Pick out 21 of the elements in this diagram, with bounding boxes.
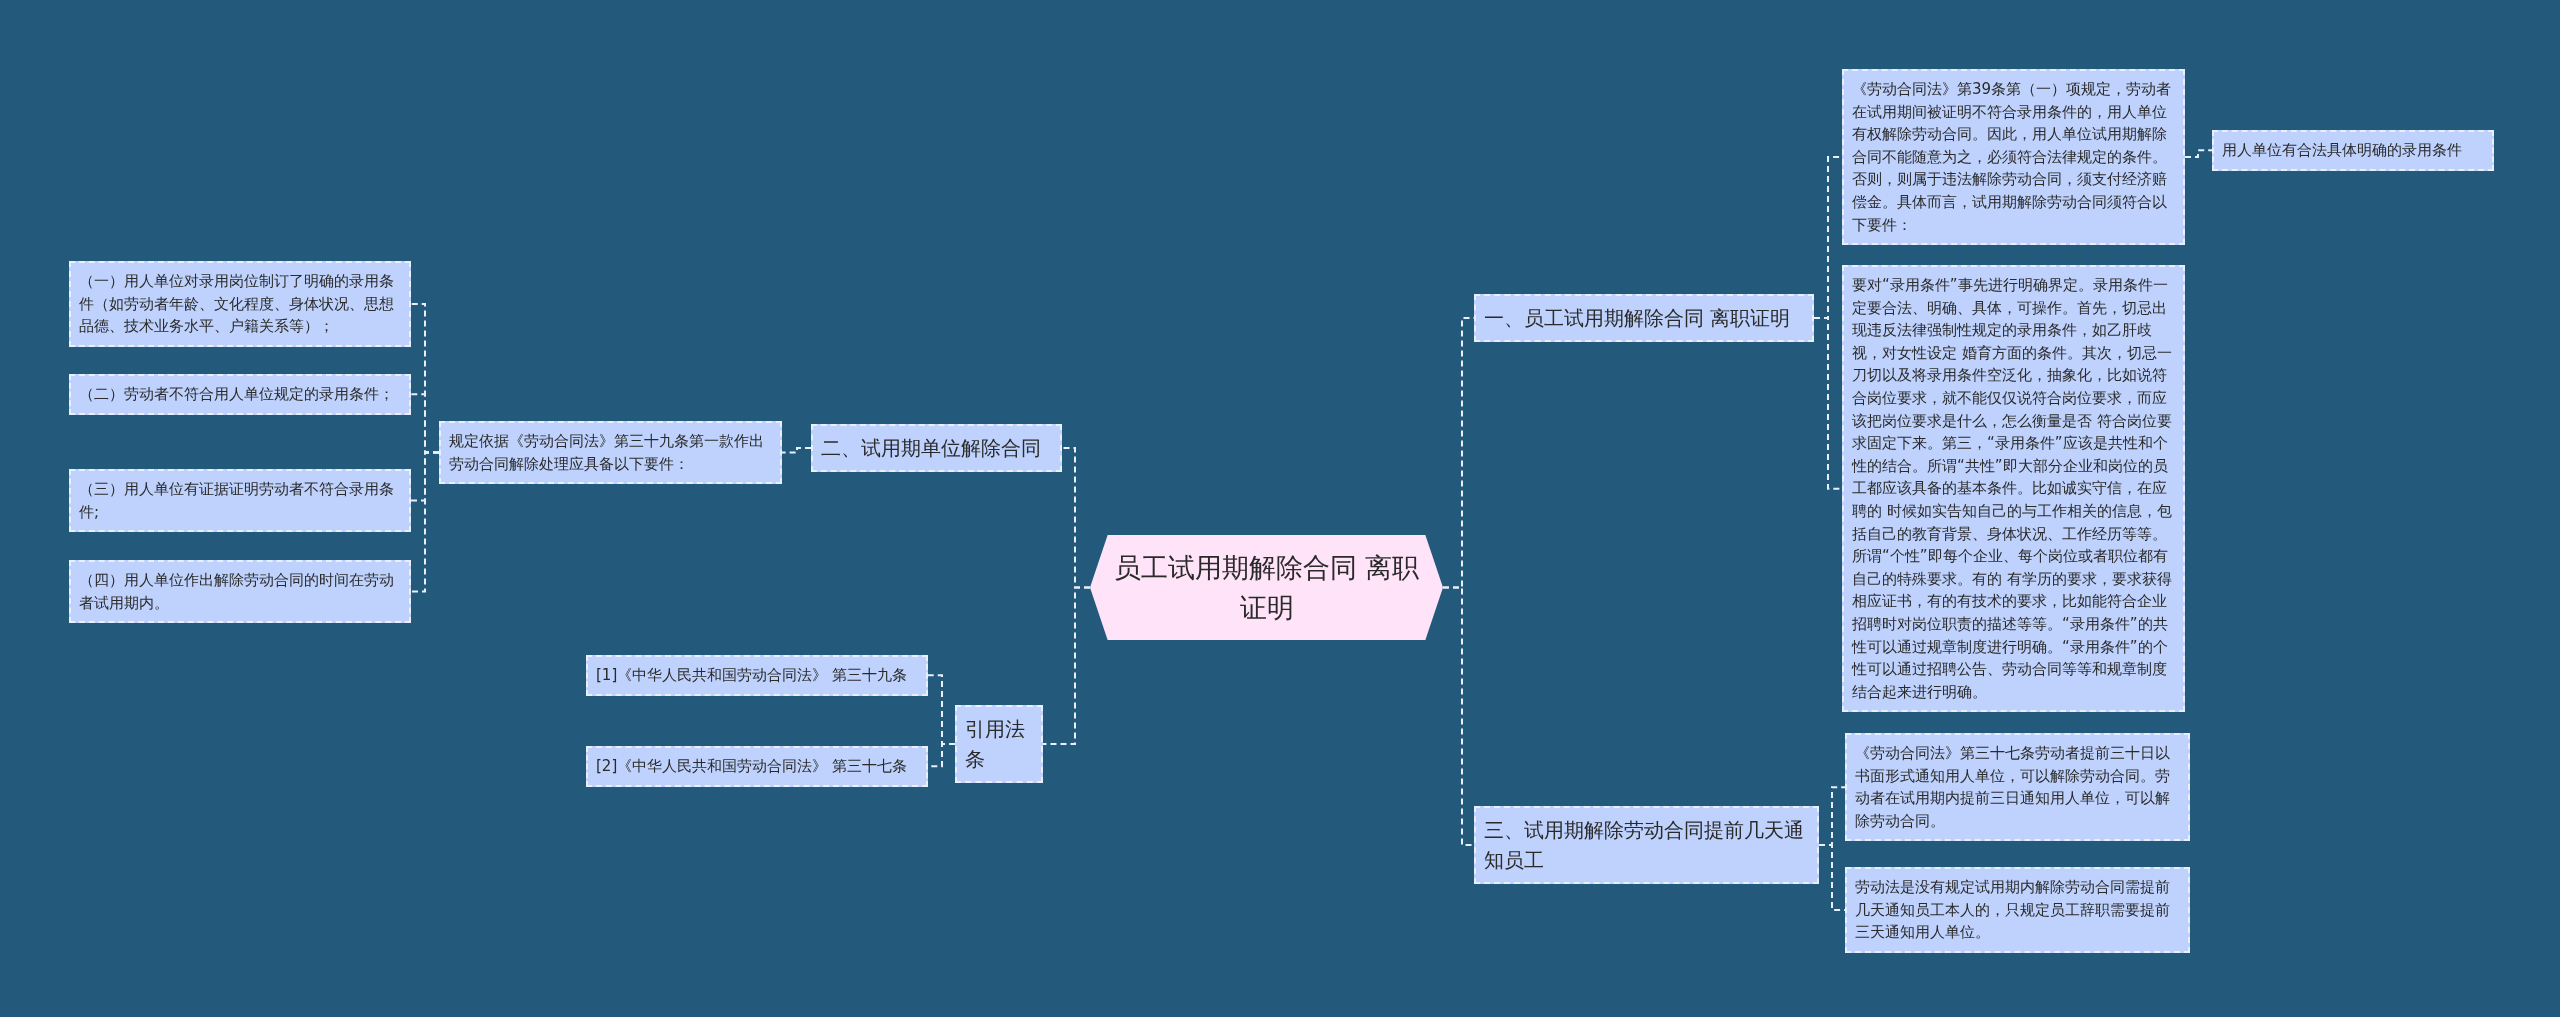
text-box: （一）用人单位对录用岗位制订了明确的录用条件（如劳动者年龄、文化程度、身体状况、思想品德、技术业务水平、户籍关系等）； — [69, 261, 411, 347]
connector-line — [1042, 586, 1091, 745]
connector-line — [781, 447, 812, 454]
text-box: 规定依据《劳动合同法》第三十九条第一款作出劳动合同解除处理应具备以下要件： — [439, 421, 782, 485]
text-box: [1]《中华人民共和国劳动合同法》 第三十九条 — [586, 655, 928, 696]
connector-line — [410, 451, 440, 593]
text-box: （三）用人单位有证据证明劳动者不符合录用条件; — [69, 469, 411, 533]
branch-box: 二、试用期单位解除合同 — [811, 424, 1062, 472]
text-box: （四）用人单位作出解除劳动合同的时间在劳动者试用期内。 — [69, 560, 411, 624]
text-box: [2]《中华人民共和国劳动合同法》 第三十七条 — [586, 746, 928, 787]
text-box: 《劳动合同法》第39条第（一）项规定，劳动者在试用期间被证明不符合录用条件的，用人单位有权解除劳动合同。因此，用人单位试用期解除合同不能随意为之，必须符合法律规定的条件。否则，则属于违法解除劳动合同，须支付经济赔偿金。具体而言，试用期解除劳动合同须符合以下要件： — [1842, 69, 2185, 246]
connector-line — [2184, 149, 2213, 159]
text-box: 用人单位有合法具体明确的录用条件 — [2212, 130, 2494, 171]
text-box: 《劳动合同法》第三十七条劳动者提前三十日以书面形式通知用人单位，可以解除劳动合同。劳动者在试用期内提前三日通知用人单位，可以解除劳动合同。 — [1845, 733, 2190, 842]
text-box: （二）劳动者不符合用人单位规定的录用条件； — [69, 374, 411, 415]
branch-box: 一、员工试用期解除合同 离职证明 — [1474, 294, 1814, 342]
text-box: 劳动法是没有规定试用期内解除劳动合同需提前几天通知员工本人的，只规定员工辞职需要提前三天通知用人单位。 — [1845, 867, 2190, 953]
branch-box: 三、试用期解除劳动合同提前几天通知员工 — [1474, 806, 1819, 884]
connector-line — [1442, 586, 1475, 846]
text-box: 要对“录用条件”事先进行明确界定。录用条件一定要合法、明确、具体，可操作。首先，切忌出现违反法律强制性规定的录用条件，如乙肝歧视，对女性设定 婚育方面的条件。其次，切忌一刀切以及将录用条件空泛化，抽象化，比如说符合岗位要求，就不能仅仅说符合岗位要求，而应该把岗位要求是什么，怎么衡量是否 符合岗位要求固定下来。第三，“录用条件”应该是共性和个性的结合。所谓“共性”即大部分企业和岗位的员工都应该具备的基本条件。比如诚实守信，在应聘的 时候如实告知自己的与工作相关的信息，包括自己的教育背景、身体状况、工作经历等等。所谓“个性”即每个企业、每个岗位或者职位都有自己的特殊要求。有的 有学历的要求，要求获得相应证书，有的有技术的要求，比如能符合企业招聘时对岗位职责的描述等等。“录用条件”的共性可以通过规章制度进行明确。“录用条件”的个性可以通过招聘公告、劳动合同等等和规章制度结合起来进行明确。 — [1842, 265, 2185, 713]
branch-box: 引用法条 — [955, 705, 1043, 783]
